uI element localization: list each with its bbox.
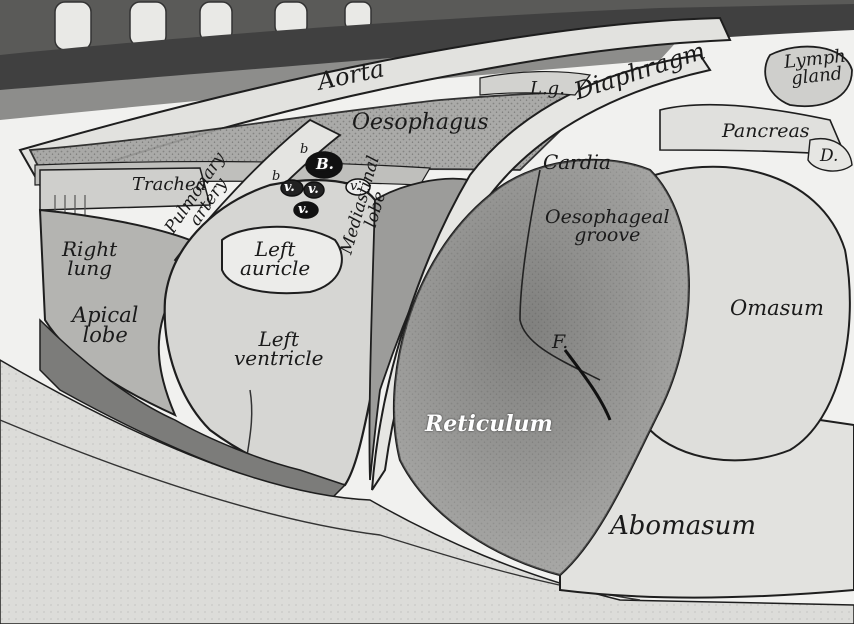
v-label-2: v. [308,183,319,196]
abomasum-label: Abomasum [610,513,756,539]
left-auricle-label: Left auricle [240,240,310,278]
v-label-1: v. [284,181,295,194]
right-lung-label: Right lung [62,240,117,278]
pancreas-label: Pancreas [722,122,810,141]
b-label-2: b [272,170,280,183]
left-ventricle-label: Left ventricle [234,330,323,368]
b-label-1: b [300,143,308,156]
right-lung-label-line2: lung [62,259,117,278]
omasum-label: Omasum [730,298,824,319]
lg-label: L.g. [530,80,565,98]
f-label: F. [552,333,568,352]
apical-lobe-label: Apical lobe [72,306,138,346]
cardia-label: Cardia [543,152,611,172]
B-label: B. [316,157,334,172]
oesophageal-groove-label: Oesophageal groove [545,208,670,244]
left-auricle-label-line2: auricle [240,259,310,278]
apical-lobe-label-line2: lobe [72,326,138,346]
lymph-gland-label: Lymph gland [783,48,848,88]
d-label: D. [820,148,838,165]
oesophageal-groove-label-line2: groove [545,226,670,244]
left-ventricle-label-line2: ventricle [234,349,323,368]
oesophagus-label: Oesophagus [352,112,489,134]
v-label-4: v. [298,203,309,216]
reticulum-label: Reticulum [425,413,553,435]
